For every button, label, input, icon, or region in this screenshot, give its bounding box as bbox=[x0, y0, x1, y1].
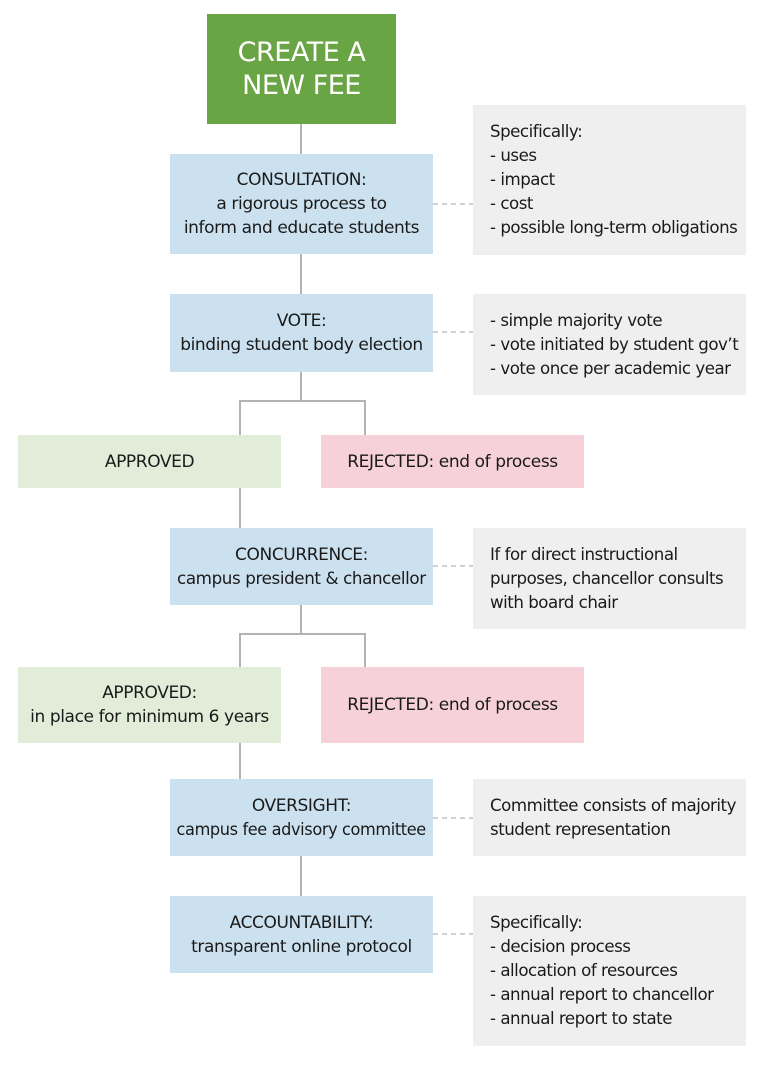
note-line: - vote once per academic year bbox=[490, 358, 731, 379]
note-line: - uses bbox=[490, 146, 537, 166]
concurrence-box: CONCURRENCE: campus president & chancell… bbox=[170, 528, 433, 605]
accountability-desc: transparent online protocol bbox=[191, 936, 412, 957]
rejected-line-2: REJECTED: end of process bbox=[347, 693, 558, 717]
vote-title: VOTE: bbox=[276, 311, 327, 331]
note-line: student representation bbox=[490, 819, 671, 840]
approved-desc-2: in place for minimum 6 years bbox=[30, 707, 269, 727]
note-line: - annual report to state bbox=[490, 1009, 672, 1029]
start-line-2: NEW FEE bbox=[242, 70, 361, 101]
oversight-box: OVERSIGHT: campus fee advisory committee bbox=[170, 779, 433, 856]
note-line: Specifically: bbox=[490, 913, 583, 933]
rejected-title-1: REJECTED: bbox=[347, 451, 434, 472]
note-line: - cost bbox=[490, 194, 533, 214]
rejected-line-1: REJECTED: end of process bbox=[347, 450, 558, 474]
consultation-title: CONSULTATION: bbox=[236, 170, 367, 190]
concurrence-note: If for direct instructional purposes, ch… bbox=[473, 528, 746, 629]
vote-box: VOTE: binding student body election bbox=[170, 294, 433, 372]
note-line: - possible long-term obligations bbox=[490, 218, 738, 238]
note-line: purposes, chancellor consults bbox=[490, 568, 724, 589]
consultation-desc-2: inform and educate students bbox=[183, 218, 420, 238]
note-line: - allocation of resources bbox=[490, 961, 678, 981]
note-line: - vote initiated by student gov’t bbox=[490, 334, 739, 355]
rejected-desc-1: end of process bbox=[438, 451, 558, 472]
concurrence-title: CONCURRENCE: bbox=[235, 544, 368, 565]
start-line-1: CREATE A bbox=[237, 37, 366, 68]
note-line: with board chair bbox=[490, 592, 618, 613]
rejected-box-2: REJECTED: end of process bbox=[321, 667, 584, 743]
consultation-box: CONSULTATION: a rigorous process to info… bbox=[170, 154, 433, 254]
note-line: - decision process bbox=[490, 937, 631, 957]
accountability-note: Specifically: - decision process - alloc… bbox=[473, 896, 746, 1046]
oversight-title: OVERSIGHT: bbox=[251, 795, 352, 816]
approved-title-1: APPROVED bbox=[104, 451, 195, 472]
note-line: If for direct instructional bbox=[490, 544, 678, 565]
accountability-box: ACCOUNTABILITY: transparent online proto… bbox=[170, 896, 433, 973]
oversight-note: Committee consists of majority student r… bbox=[473, 779, 746, 856]
note-line: - simple majority vote bbox=[490, 310, 663, 331]
rejected-box-1: REJECTED: end of process bbox=[321, 435, 584, 488]
approved-box-1: APPROVED bbox=[18, 435, 281, 488]
consultation-desc-1: a rigorous process to bbox=[216, 194, 387, 214]
vote-desc: binding student body election bbox=[180, 335, 423, 355]
rejected-title-2: REJECTED: bbox=[347, 695, 434, 715]
approved-box-2: APPROVED: in place for minimum 6 years bbox=[18, 667, 281, 743]
vote-note: - simple majority vote - vote initiated … bbox=[473, 294, 746, 395]
note-line: Specifically: bbox=[490, 122, 583, 142]
note-line: - annual report to chancellor bbox=[490, 985, 714, 1005]
oversight-desc: campus fee advisory committee bbox=[176, 819, 427, 840]
note-line: Committee consists of majority bbox=[490, 795, 736, 816]
create-new-fee-box: CREATE A NEW FEE bbox=[207, 14, 396, 124]
accountability-title: ACCOUNTABILITY: bbox=[229, 912, 374, 933]
consultation-note: Specifically: - uses - impact - cost - p… bbox=[473, 105, 746, 255]
note-line: - impact bbox=[490, 170, 555, 190]
approved-title-2: APPROVED: bbox=[102, 683, 197, 703]
rejected-desc-2: end of process bbox=[438, 695, 558, 715]
concurrence-desc: campus president & chancellor bbox=[177, 568, 426, 589]
